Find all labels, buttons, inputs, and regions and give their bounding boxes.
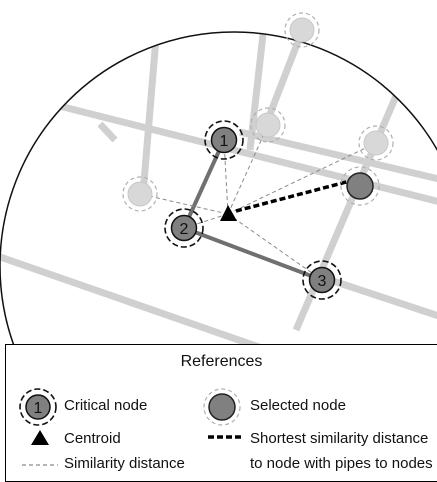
critical-node-label: 2 (180, 221, 189, 238)
candidate-node (358, 125, 394, 161)
legend-similarity-distance: Similarity distance (64, 455, 185, 472)
pipe (139, 32, 164, 195)
candidate-node (250, 107, 286, 143)
legend-shortest-line1: Shortest similarity distance (250, 430, 429, 447)
pipe-network (0, 32, 437, 344)
pipe (0, 246, 437, 344)
critical-node-label: 3 (318, 273, 327, 290)
pipe (97, 121, 118, 143)
pipe (239, 128, 437, 188)
search-radius-circle (0, 31, 437, 344)
legend-box: References 1 Critical node Selected node… (5, 344, 437, 482)
critical-node-3: 3 (302, 260, 342, 300)
critical-pipe (182, 139, 226, 229)
critical-pipe (183, 226, 323, 282)
similarity-distance-legend-icon (22, 464, 58, 466)
critical-node-2: 2 (164, 208, 204, 248)
candidate-node (284, 12, 320, 48)
pipe (261, 32, 322, 129)
centroid-triangle (220, 205, 237, 221)
pipe (246, 32, 272, 151)
selected-node (340, 166, 380, 206)
similarity-distance-line (223, 139, 229, 215)
legend-centroid: Centroid (64, 430, 121, 447)
similarity-distance-line (227, 213, 323, 281)
legend-title: References (180, 353, 263, 370)
candidate-node (122, 176, 158, 212)
critical-node-legend-icon: 1 (19, 388, 57, 426)
selected-node-legend-icon (203, 388, 241, 426)
pipe (292, 73, 409, 332)
legend-critical-node: Critical node (64, 397, 148, 414)
network-diagram: 1 2 3 (0, 12, 437, 344)
critical-node-legend-label: 1 (34, 400, 43, 417)
shortest-similarity-line (235, 179, 351, 213)
critical-node-label: 1 (220, 133, 229, 150)
centroid-legend-icon (31, 430, 49, 445)
legend-selected-node: Selected node (250, 397, 346, 414)
similarity-distance-line (227, 142, 377, 215)
critical-node-1: 1 (204, 120, 244, 160)
shortest-distance-legend-icon (208, 435, 244, 439)
legend-shortest-line2: to node with pipes to nodes (250, 455, 433, 472)
pipe (313, 271, 437, 327)
similarity-distance-line (227, 124, 269, 215)
similarity-distance-line (139, 193, 229, 215)
